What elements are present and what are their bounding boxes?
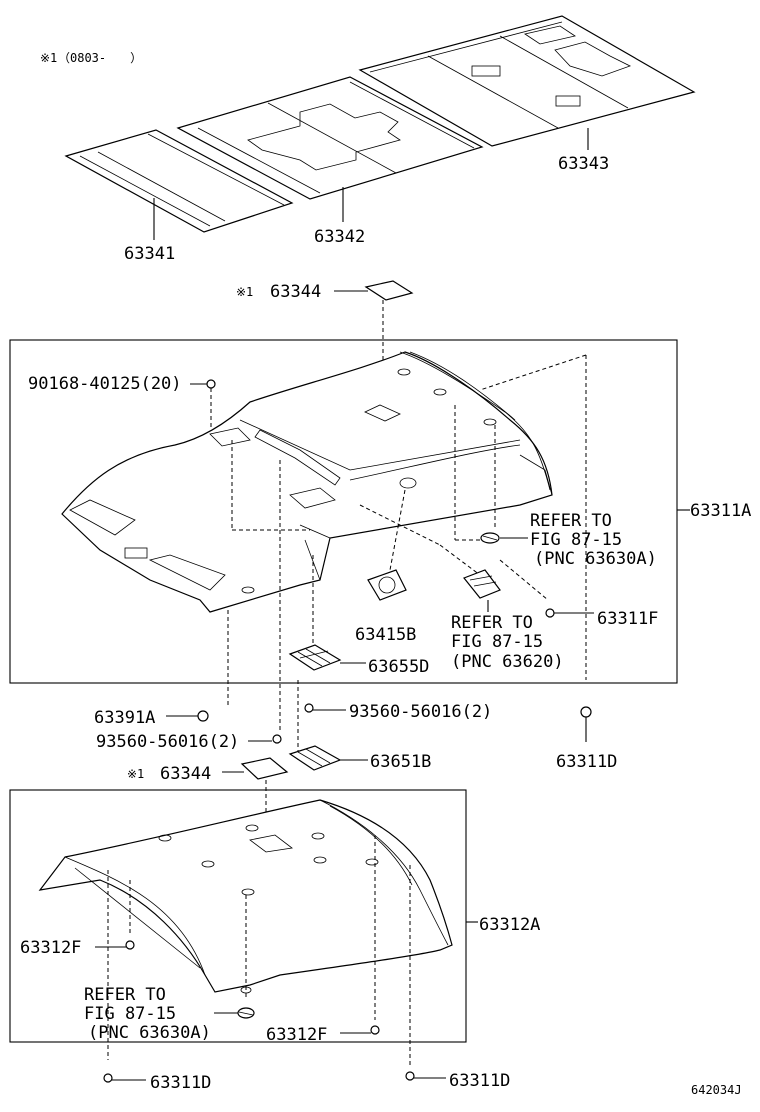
label-93560-b: 93560-56016(2) [96, 732, 239, 752]
label-63312F-b: 63312F [266, 1025, 327, 1045]
clip-63311D-c [405, 1071, 415, 1081]
label-63312A: 63312A [479, 915, 540, 935]
box-63311A [9, 339, 678, 684]
label-63651B: 63651B [370, 752, 431, 772]
label-63344-top-mark: ※1 [236, 285, 253, 299]
label-63344-top: 63344 [270, 282, 321, 302]
clip-63391A [197, 710, 209, 722]
ref1-line1: REFER TO [530, 511, 612, 531]
label-63342: 63342 [314, 227, 365, 247]
ref2-line3: (PNC 63620) [451, 652, 564, 672]
clip-90168 [206, 379, 216, 389]
header-note-mark: ※1 [40, 51, 57, 65]
pad-63344-top [364, 280, 414, 301]
label-63391A: 63391A [94, 708, 155, 728]
header-note-text: （0803- ） [58, 51, 142, 65]
ref3-line2: FIG 87-15 [84, 1004, 176, 1024]
label-63341: 63341 [124, 244, 175, 264]
label-93560-a: 93560-56016(2) [349, 702, 492, 722]
clip-63630A-upper [480, 532, 500, 544]
label-63312F-a: 63312F [20, 938, 81, 958]
label-63311D-b: 63311D [150, 1073, 211, 1093]
box-63312A [9, 789, 467, 1043]
label-63311A: 63311A [690, 501, 751, 521]
grill-63655D [288, 644, 342, 671]
headliner-63311A [61, 351, 553, 613]
label-63415B: 63415B [355, 625, 416, 645]
clip-63311F [545, 608, 555, 618]
sheet-63341 [64, 129, 294, 233]
clip-63311D-b [103, 1073, 113, 1083]
clip-63311D-a [580, 706, 592, 718]
diagram-id: 642034J [691, 1083, 742, 1097]
label-90168: 90168-40125(20) [28, 374, 182, 394]
label-63655D: 63655D [368, 657, 429, 677]
label-63344-mid-mark: ※1 [127, 767, 144, 781]
label-63311D-c: 63311D [449, 1071, 510, 1091]
label-63344-mid: 63344 [160, 764, 211, 784]
ref3-line3: (PNC 63630A) [88, 1023, 211, 1043]
ref2-line2: FIG 87-15 [451, 632, 543, 652]
label-63311D-a: 63311D [556, 752, 617, 772]
sheet-63342 [176, 76, 484, 200]
lamp-63415B [367, 569, 407, 601]
screw-93560-b [272, 734, 282, 744]
label-63343: 63343 [558, 154, 609, 174]
sheet-63343 [358, 15, 696, 147]
ref1-line3: (PNC 63630A) [534, 549, 657, 569]
grill-63651B [288, 745, 342, 771]
clip-63312F-b [370, 1025, 380, 1035]
ref3-line1: REFER TO [84, 985, 166, 1005]
switch-63620 [463, 569, 501, 599]
pad-63344-mid [240, 757, 289, 780]
ref1-line2: FIG 87-15 [530, 530, 622, 550]
clip-63630A-lower [237, 1007, 255, 1019]
screw-93560-a [304, 703, 314, 713]
ref2-line1: REFER TO [451, 613, 533, 633]
label-63311F: 63311F [597, 609, 658, 629]
clip-63312F-a [125, 940, 135, 950]
